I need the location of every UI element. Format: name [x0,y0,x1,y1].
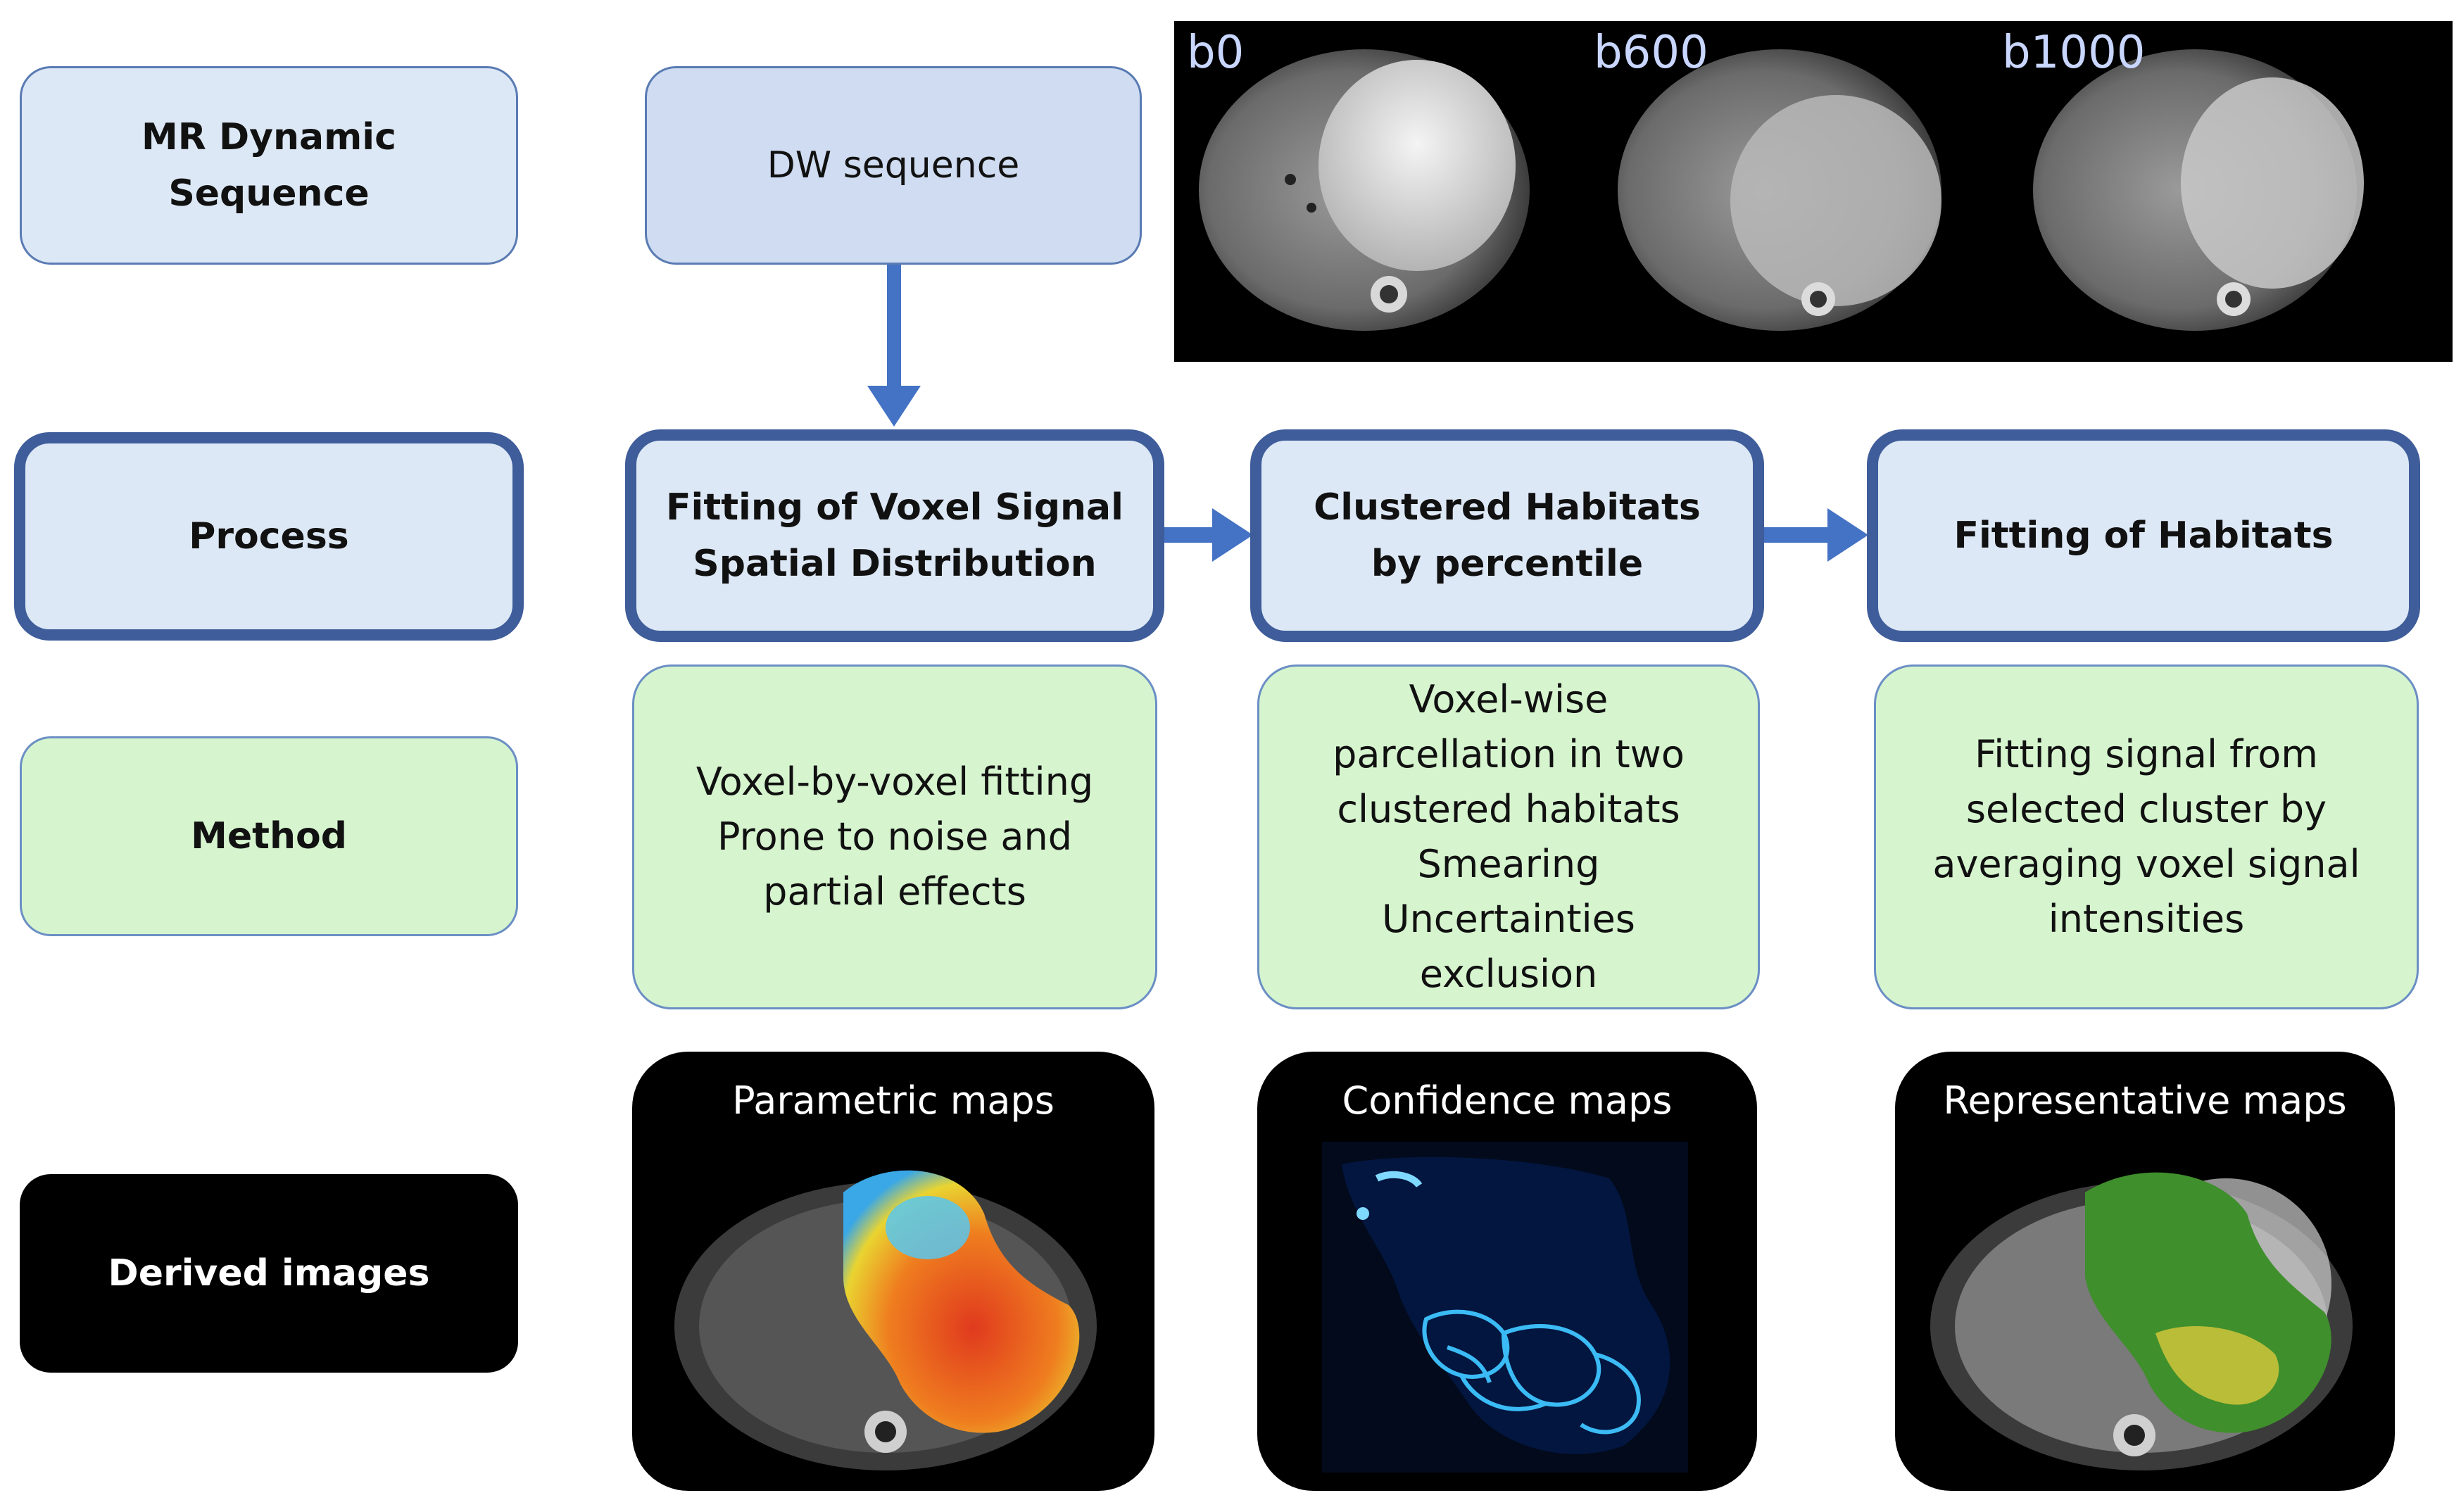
process-step-3-line1: Fitting of Habitats [1953,515,2334,557]
method-2-line3: clustered habitats [1337,787,1680,831]
method-1-line1: Voxel-by-voxel fitting [696,760,1094,804]
method-2-line1: Voxel-wise [1409,677,1609,722]
mri-slice-b0 [1199,49,1530,331]
panel-representative-title: Representative maps [1943,1078,2347,1123]
dw-sequence-box: DW sequence [645,66,1142,265]
row-label-method: Method [20,736,518,936]
arrow-right-2-head [1827,508,1868,562]
mri-label-b600: b600 [1594,27,1708,79]
method-2-line6: exclusion [1419,952,1598,996]
mri-label-b0: b0 [1187,27,1245,79]
mri-slice-b600 [1618,49,1941,331]
method-1-line3: partial effects [763,869,1026,914]
row-label-sequence-line1: MR Dynamic [141,116,396,158]
process-step-1-line2: Spatial Distribution [693,543,1097,585]
process-step-voxel-fitting: Fitting of Voxel Signal Spatial Distribu… [625,429,1164,642]
method-2-line4: Smearing [1417,842,1600,886]
method-3-line3: averaging voxel signal [1932,842,2360,886]
arrow-down-head [867,386,921,427]
row-label-process-text: Process [189,515,349,557]
mri-label-b1000: b1000 [2002,27,2146,79]
row-label-method-text: Method [191,815,347,857]
panel-representative-maps: Representative maps [1895,1052,2395,1491]
row-label-sequence: MR Dynamic Sequence [20,66,518,265]
confidence-map-image [1322,1142,1688,1473]
row-label-derived: Derived images [20,1174,518,1373]
mri-strip: b0 b600 b1000 [1174,21,2453,362]
representative-map-image [1930,1172,2353,1470]
row-label-derived-text: Derived images [108,1252,430,1294]
row-label-sequence-line2: Sequence [168,172,370,215]
method-voxel-fitting: Voxel-by-voxel fitting Prone to noise an… [632,664,1157,1009]
process-step-2-line2: by percentile [1371,543,1644,585]
panel-confidence-maps: Confidence maps [1257,1052,1757,1491]
panel-parametric-maps: Parametric maps [632,1052,1154,1491]
method-2-line5: Uncertainties [1382,897,1635,941]
mri-slice-b1000 [2033,49,2364,331]
method-3-line2: selected cluster by [1965,787,2327,831]
process-step-2-line1: Clustered Habitats [1314,486,1701,529]
row-label-process: Process [14,432,524,641]
process-step-clustered-habitats: Clustered Habitats by percentile [1250,429,1764,642]
method-1-line2: Prone to noise and [717,814,1073,859]
mri-strip-image [1199,49,2364,331]
method-2-line2: parcellation in two [1333,732,1685,776]
method-habitat-fitting: Fitting signal from selected cluster by … [1874,664,2419,1009]
panel-confidence-title: Confidence maps [1342,1078,1673,1123]
panel-parametric-title: Parametric maps [732,1078,1055,1123]
dw-sequence-text: DW sequence [767,144,1020,187]
method-3-line4: intensities [2048,897,2245,941]
process-step-1-line1: Fitting of Voxel Signal [666,486,1124,529]
parametric-map-image [674,1170,1097,1470]
method-clustered-habitats: Voxel-wise parcellation in two clustered… [1257,664,1760,1009]
arrow-right-1-head [1212,508,1253,562]
method-3-line1: Fitting signal from [1975,732,2318,776]
process-step-habitat-fitting: Fitting of Habitats [1867,429,2420,642]
